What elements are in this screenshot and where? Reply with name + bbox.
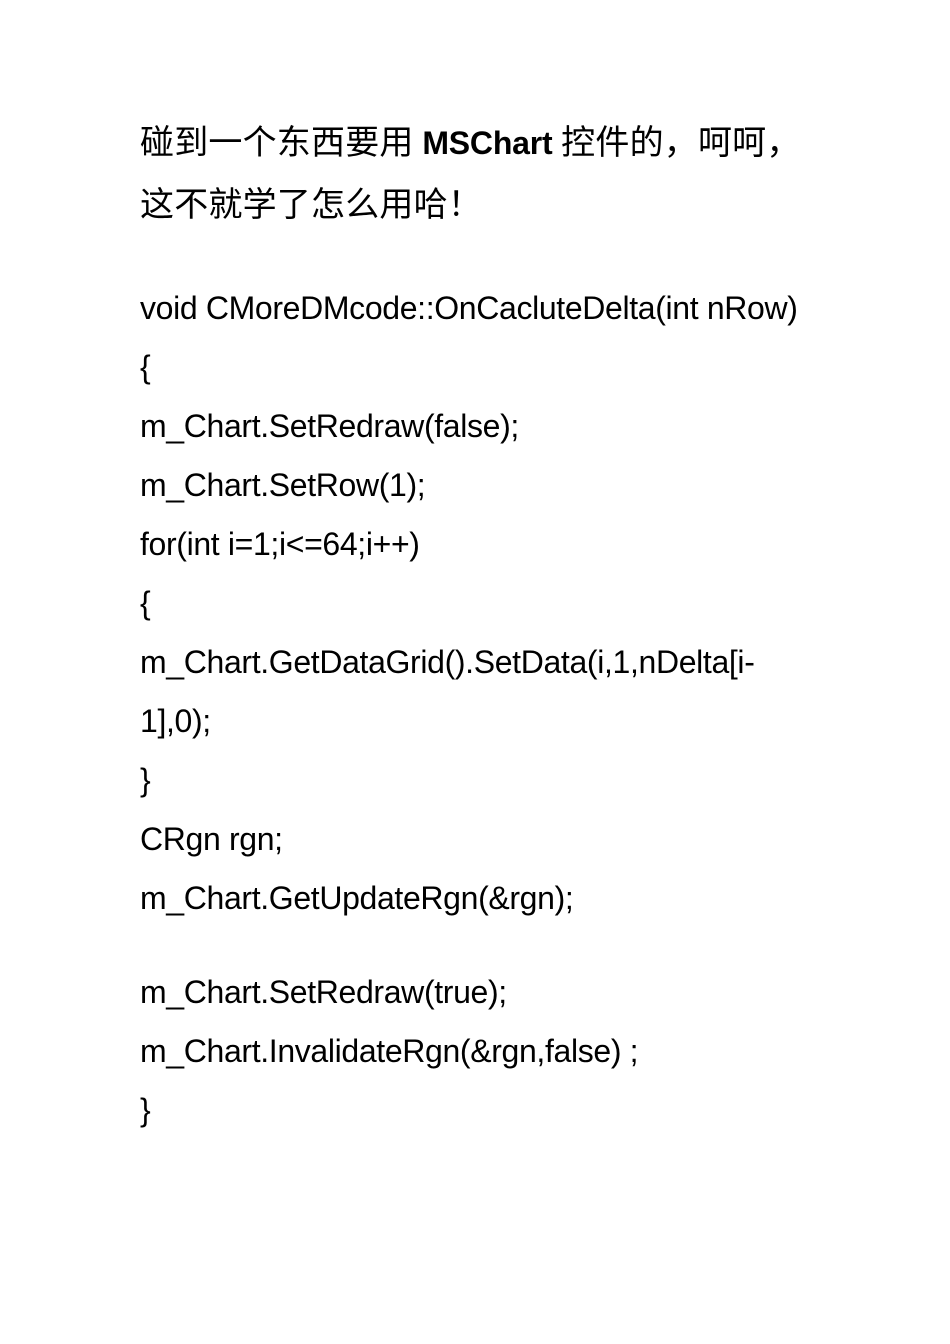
content-column: 碰到一个东西要用 MSChart 控件的，呵呵，这不就学了怎么用哈！ void … bbox=[140, 112, 812, 1140]
intro-paragraph: 碰到一个东西要用 MSChart 控件的，呵呵，这不就学了怎么用哈！ bbox=[140, 112, 812, 237]
code-line: m_Chart.GetDataGrid().SetData(i,1,nDelta… bbox=[140, 644, 755, 739]
code-line: CRgn rgn; bbox=[140, 821, 283, 857]
intro-emphasis-mschart: MSChart bbox=[422, 125, 553, 161]
code-line: } bbox=[140, 762, 151, 798]
code-line: m_Chart.GetUpdateRgn(&rgn); bbox=[140, 880, 574, 916]
code-line: m_Chart.SetRedraw(true); bbox=[140, 974, 507, 1010]
code-block: void CMoreDMcode::OnCacluteDelta(int nRo… bbox=[140, 279, 812, 1140]
code-line: void CMoreDMcode::OnCacluteDelta(int nRo… bbox=[140, 290, 798, 326]
intro-text-part-1: 碰到一个东西要用 bbox=[140, 125, 423, 162]
code-line: m_Chart.SetRedraw(false); bbox=[140, 408, 519, 444]
code-line: m_Chart.SetRow(1); bbox=[140, 467, 426, 503]
code-line: for(int i=1;i<=64;i++) bbox=[140, 526, 420, 562]
code-line: m_Chart.InvalidateRgn(&rgn,false) ; bbox=[140, 1033, 639, 1069]
code-line: } bbox=[140, 1092, 151, 1128]
intro-text-part-2: 控件的，呵呵，这不就学了怎么用哈！ bbox=[140, 125, 801, 224]
code-line: { bbox=[140, 349, 151, 385]
code-line: { bbox=[140, 585, 151, 621]
